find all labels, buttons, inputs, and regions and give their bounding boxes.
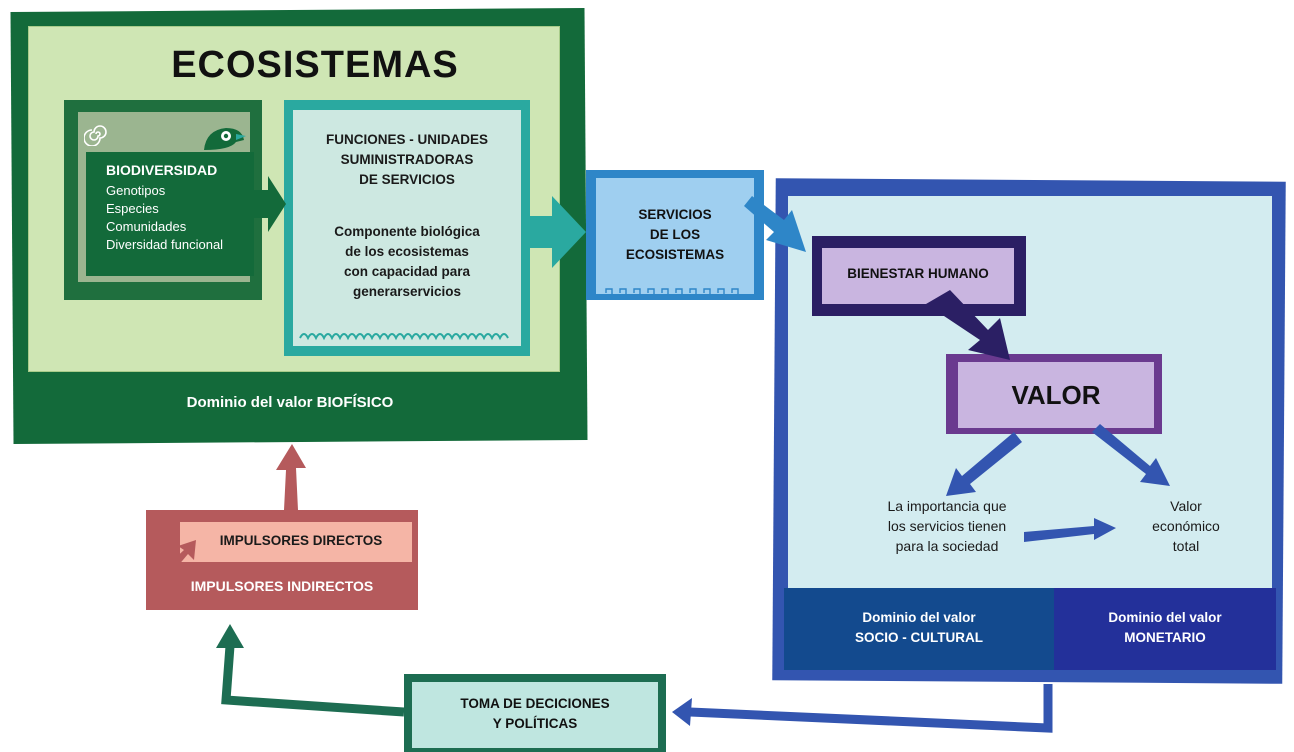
biodiversidad-item: Especies xyxy=(106,201,159,216)
arrow-bienestar-to-valor xyxy=(926,290,1010,360)
funciones-title: FUNCIONES - UNIDADES SUMINISTRADORAS DE … xyxy=(296,130,518,190)
dominio-monetario-line: MONETARIO xyxy=(1124,630,1206,645)
impulsores-directos-label: IMPULSORES DIRECTOS xyxy=(219,533,383,548)
importancia-text: La importancia que los servicios tienen … xyxy=(852,496,1042,556)
dominio-socio-cultural: Dominio del valor SOCIO - CULTURAL xyxy=(784,588,1054,670)
funciones-desc-line: con capacidad para xyxy=(343,264,471,279)
servicios-inner-box xyxy=(596,178,754,294)
funciones-title-line: DE SERVICIOS xyxy=(359,172,455,187)
servicios-title-line: SERVICIOS xyxy=(638,207,712,222)
toma-title-line: TOMA DE DECICIONES xyxy=(460,696,610,711)
greek-pattern-icon xyxy=(602,288,739,297)
dominio-monetario-line: Dominio del valor xyxy=(1108,610,1222,625)
arrow-domain-to-toma xyxy=(689,684,1053,733)
toma-title-line: Y POLÍTICAS xyxy=(492,716,578,731)
bienestar-title: BIENESTAR HUMANO xyxy=(847,266,989,281)
toma-decisiones-title: TOMA DE DECICIONES Y POLÍTICAS xyxy=(412,694,658,734)
importancia-line: los servicios tienen xyxy=(887,518,1007,534)
dominio-socio-line: SOCIO - CULTURAL xyxy=(855,630,983,645)
biodiversidad-item: Comunidades xyxy=(106,219,187,234)
arrow-domain-to-toma-head xyxy=(672,698,692,726)
funciones-desc-line: Componente biológica xyxy=(334,224,480,239)
importancia-line: para la sociedad xyxy=(895,538,999,554)
spiral-icon xyxy=(84,125,107,146)
arrow-valor-to-economico xyxy=(1092,424,1170,486)
valor-economico-line: total xyxy=(1172,538,1200,554)
bird-icon xyxy=(204,128,246,150)
arrow-indirectos-to-directos xyxy=(158,540,196,580)
wave-pattern-icon xyxy=(299,333,509,341)
impulsores-directos-box xyxy=(180,522,412,562)
dominio-monetario: Dominio del valor MONETARIO xyxy=(1054,588,1276,670)
arrow-toma-to-impulsores xyxy=(221,645,405,717)
funciones-title-line: FUNCIONES - UNIDADES xyxy=(325,132,488,147)
valor-title: VALOR xyxy=(1011,380,1101,410)
arrow-valor-to-importancia xyxy=(946,432,1022,496)
toma-decisiones-inner-box xyxy=(412,682,658,748)
impulsores-indirectos-label: IMPULSORES INDIRECTOS xyxy=(190,578,374,594)
arrow-toma-to-impulsores-head xyxy=(216,624,244,648)
servicios-title: SERVICIOS DE LOS ECOSISTEMAS xyxy=(596,205,754,265)
valor-inner-box xyxy=(958,362,1154,428)
arrow-importancia-to-economico xyxy=(1024,518,1116,542)
bienestar-inner-box xyxy=(822,248,1014,304)
valor-economico-line: económico xyxy=(1152,518,1220,534)
arrow-servicios-to-bienestar xyxy=(744,196,806,252)
importancia-line: La importancia que xyxy=(887,498,1007,514)
funciones-inner-box xyxy=(293,110,521,346)
arrow-funciones-to-servicios xyxy=(530,196,586,268)
funciones-desc-line: generarservicios xyxy=(352,284,462,299)
biodiversidad-item: Diversidad funcional xyxy=(106,237,224,252)
servicios-title-line: DE LOS xyxy=(649,227,701,242)
biodiversidad-title: BIODIVERSIDAD xyxy=(106,162,218,178)
funciones-desc-line: de los ecosistemas xyxy=(345,244,469,259)
valor-economico-text: Valor económico total xyxy=(1126,496,1246,556)
biodiversidad-item: Genotipos xyxy=(106,183,166,198)
funciones-description: Componente biológica de los ecosistemas … xyxy=(296,222,518,302)
servicios-title-line: ECOSISTEMAS xyxy=(625,247,725,262)
valor-economico-line: Valor xyxy=(1170,498,1202,514)
ecosistemas-title: ECOSISTEMAS xyxy=(171,44,459,86)
arrow-bio-to-funciones xyxy=(254,176,286,232)
biodiversidad-card: BIODIVERSIDAD Genotipos Especies Comunid… xyxy=(86,152,254,276)
funciones-title-line: SUMINISTRADORAS xyxy=(340,152,474,167)
dominio-socio-line: Dominio del valor xyxy=(862,610,976,625)
arrow-impulsores-to-ecosistemas xyxy=(276,444,306,510)
dominio-biofisico-label: Dominio del valor BIOFÍSICO xyxy=(186,394,394,411)
